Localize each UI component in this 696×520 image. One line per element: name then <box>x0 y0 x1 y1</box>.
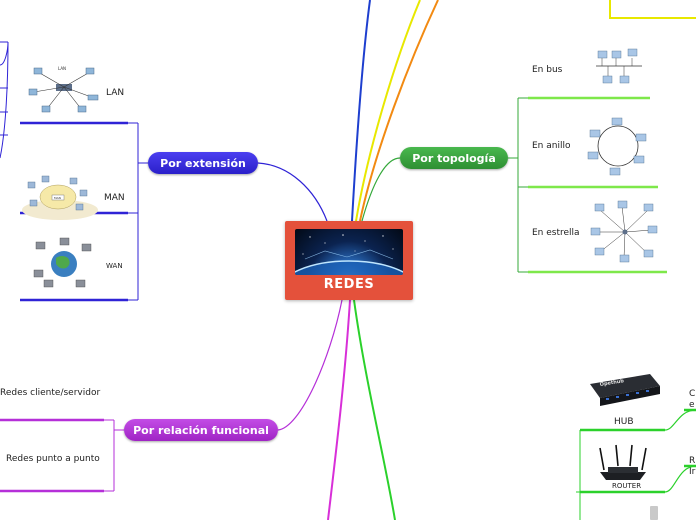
branch-por-relacion-funcional[interactable]: Por relación funcional <box>124 419 278 441</box>
item-man[interactable]: MAN <box>104 193 125 203</box>
cut-label-2: e <box>689 400 695 410</box>
wan-diagram-image <box>30 236 98 296</box>
item-hub[interactable]: HUB <box>614 417 634 427</box>
item-en-anillo[interactable]: En anillo <box>532 141 571 151</box>
hub-device-image: Opethub <box>586 368 662 414</box>
cut-label-4: Ir <box>689 467 696 477</box>
ring-topology-image <box>582 112 654 186</box>
lan-diagram-image: LAN <box>26 62 104 124</box>
branch-por-extension[interactable]: Por extensión <box>148 152 258 174</box>
branch-por-topologia[interactable]: Por topología <box>400 147 508 169</box>
central-topic[interactable]: REDES <box>285 221 413 300</box>
item-redes-cliente-servidor[interactable]: Redes cliente/servidor <box>0 388 101 398</box>
item-en-estrella[interactable]: En estrella <box>532 228 580 238</box>
item-router[interactable]: ROUTER <box>612 482 642 490</box>
star-topology-image <box>590 200 660 268</box>
man-diagram-image: MAN <box>20 172 100 226</box>
central-title: REDES <box>323 277 375 292</box>
man-diagram-caption: MAN <box>54 196 61 200</box>
item-lan[interactable]: LAN <box>106 88 125 98</box>
item-en-bus[interactable]: En bus <box>532 65 563 75</box>
hub-brand-text: Opethub <box>599 378 624 388</box>
router-device-image <box>596 444 650 486</box>
item-redes-punto-a-punto[interactable]: Redes punto a punto <box>6 454 100 464</box>
cut-label-1[interactable]: C <box>689 389 696 399</box>
earth-network-image <box>295 229 403 275</box>
cut-label-3[interactable]: R <box>689 456 696 466</box>
item-wan[interactable]: WAN <box>106 262 123 270</box>
switch-device-image-partial <box>650 506 658 520</box>
bus-topology-image <box>594 46 644 94</box>
lan-diagram-caption: LAN <box>58 66 66 71</box>
